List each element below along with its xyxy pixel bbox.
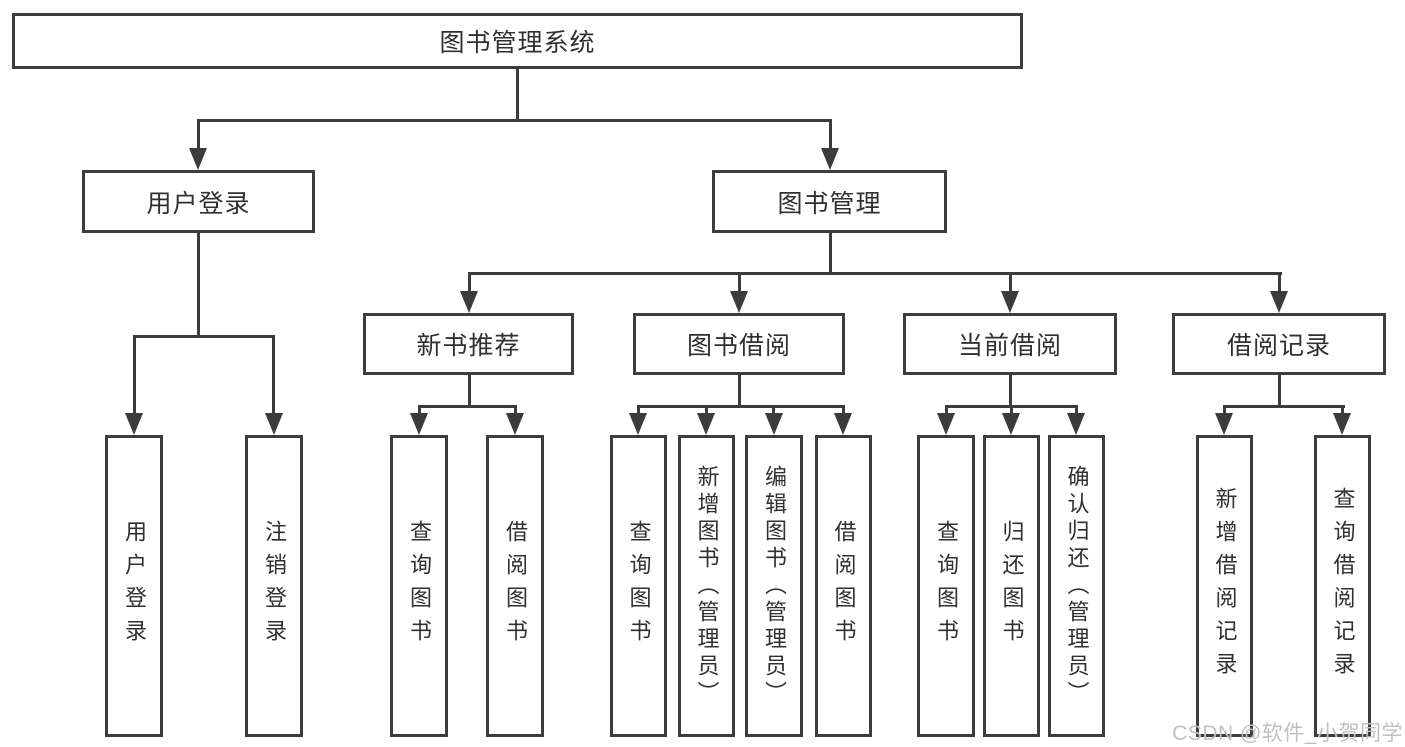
- node-label: 用户登录: [146, 189, 251, 218]
- node-label: 图书管理: [777, 189, 882, 218]
- connector-line: [1010, 405, 1013, 419]
- node-book-management: 图书管理: [712, 170, 947, 233]
- node-label: 用户登录: [122, 520, 147, 652]
- arrow-down-icon: [1333, 413, 1351, 435]
- node-new-book-recommend: 新书推荐: [363, 313, 574, 375]
- connector-line: [272, 335, 275, 417]
- node-label: 借阅图书: [831, 520, 857, 652]
- arrow-down-icon: [765, 413, 783, 435]
- node-label: 注销登录: [262, 520, 287, 652]
- arrow-down-icon: [1067, 413, 1085, 435]
- connector-line: [1278, 272, 1281, 296]
- node-label: 图书管理系统: [439, 29, 596, 57]
- connector-line: [945, 405, 948, 419]
- arrow-down-icon: [125, 413, 143, 435]
- connector-line: [1223, 405, 1226, 419]
- connector-line: [418, 405, 517, 408]
- node-book-borrow: 图书借阅: [633, 313, 845, 375]
- arrow-down-icon: [189, 148, 207, 170]
- arrow-down-icon: [506, 413, 524, 435]
- connector-line: [738, 375, 741, 407]
- leaf-confirm-return-admin: 确认归还（管理员）: [1048, 435, 1105, 737]
- connector-line: [1009, 375, 1012, 407]
- connector-line: [468, 272, 471, 296]
- connector-line: [637, 405, 640, 419]
- connector-line: [133, 335, 136, 417]
- leaf-query-borrow-record: 查询借阅记录: [1314, 435, 1371, 737]
- connector-line: [1341, 405, 1344, 419]
- arrow-down-icon: [730, 291, 748, 313]
- arrow-down-icon: [1002, 413, 1020, 435]
- node-label: 查询借阅记录: [1330, 487, 1356, 685]
- node-label: 归还图书: [999, 520, 1025, 652]
- node-label: 借阅记录: [1226, 332, 1331, 360]
- connector-line: [1223, 405, 1345, 408]
- node-label: 借阅图书: [503, 520, 528, 652]
- connector-line: [468, 375, 471, 407]
- watermark: CSDN @软件_小贺同学: [1172, 722, 1403, 745]
- node-label: 查询图书: [407, 520, 432, 652]
- node-label: 当前借阅: [957, 332, 1062, 360]
- node-label: 新增借阅记录: [1212, 487, 1238, 685]
- node-label: 查询图书: [934, 520, 959, 652]
- node-label: 编辑图书（管理员）: [762, 464, 787, 708]
- connector-line: [133, 335, 275, 338]
- leaf-user-login: 用户登录: [105, 435, 163, 737]
- leaf-edit-book-admin: 编辑图书（管理员）: [745, 435, 803, 737]
- connector-line: [829, 119, 832, 152]
- connector-line: [829, 233, 832, 275]
- leaf-query-books-1: 查询图书: [390, 435, 448, 737]
- connector-line: [516, 69, 519, 122]
- connector-line: [772, 405, 775, 419]
- node-current-borrow: 当前借阅: [903, 313, 1117, 375]
- leaf-borrow-books-2: 借阅图书: [815, 435, 872, 737]
- leaf-query-books-3: 查询图书: [917, 435, 975, 737]
- arrow-down-icon: [1270, 291, 1288, 313]
- connector-line: [197, 119, 200, 152]
- leaf-return-books: 归还图书: [983, 435, 1040, 737]
- leaf-add-borrow-record: 新增借阅记录: [1196, 435, 1253, 737]
- connector-line: [468, 272, 1282, 275]
- arrow-down-icon: [265, 413, 283, 435]
- connector-line: [418, 405, 421, 419]
- node-borrow-records: 借阅记录: [1172, 313, 1386, 375]
- connector-line: [1075, 405, 1078, 419]
- arrow-down-icon: [410, 413, 428, 435]
- node-label: 新增图书（管理员）: [694, 464, 720, 708]
- connector-line: [514, 405, 517, 419]
- node-label: 确认归还（管理员）: [1064, 464, 1090, 708]
- node-user-login: 用户登录: [82, 170, 315, 233]
- connector-line: [197, 233, 200, 337]
- connector-line: [637, 405, 845, 408]
- leaf-borrow-books-1: 借阅图书: [486, 435, 544, 737]
- connector-line: [842, 405, 845, 419]
- leaf-query-books-2: 查询图书: [610, 435, 667, 737]
- connector-line: [738, 272, 741, 296]
- arrow-down-icon: [629, 413, 647, 435]
- connector-line: [705, 405, 708, 419]
- arrow-down-icon: [1001, 291, 1019, 313]
- node-label: 图书借阅: [686, 332, 791, 360]
- connector-line: [1009, 272, 1012, 296]
- connector-line: [197, 119, 832, 122]
- arrow-down-icon: [697, 413, 715, 435]
- node-library-system: 图书管理系统: [12, 13, 1023, 69]
- arrow-down-icon: [834, 413, 852, 435]
- arrow-down-icon: [937, 413, 955, 435]
- arrow-down-icon: [460, 291, 478, 313]
- connector-line: [1278, 375, 1281, 407]
- leaf-logout: 注销登录: [245, 435, 303, 737]
- arrow-down-icon: [1215, 413, 1233, 435]
- leaf-add-book-admin: 新增图书（管理员）: [678, 435, 735, 737]
- arrow-down-icon: [821, 148, 839, 170]
- node-label: 新书推荐: [416, 332, 521, 360]
- node-label: 查询图书: [626, 520, 652, 652]
